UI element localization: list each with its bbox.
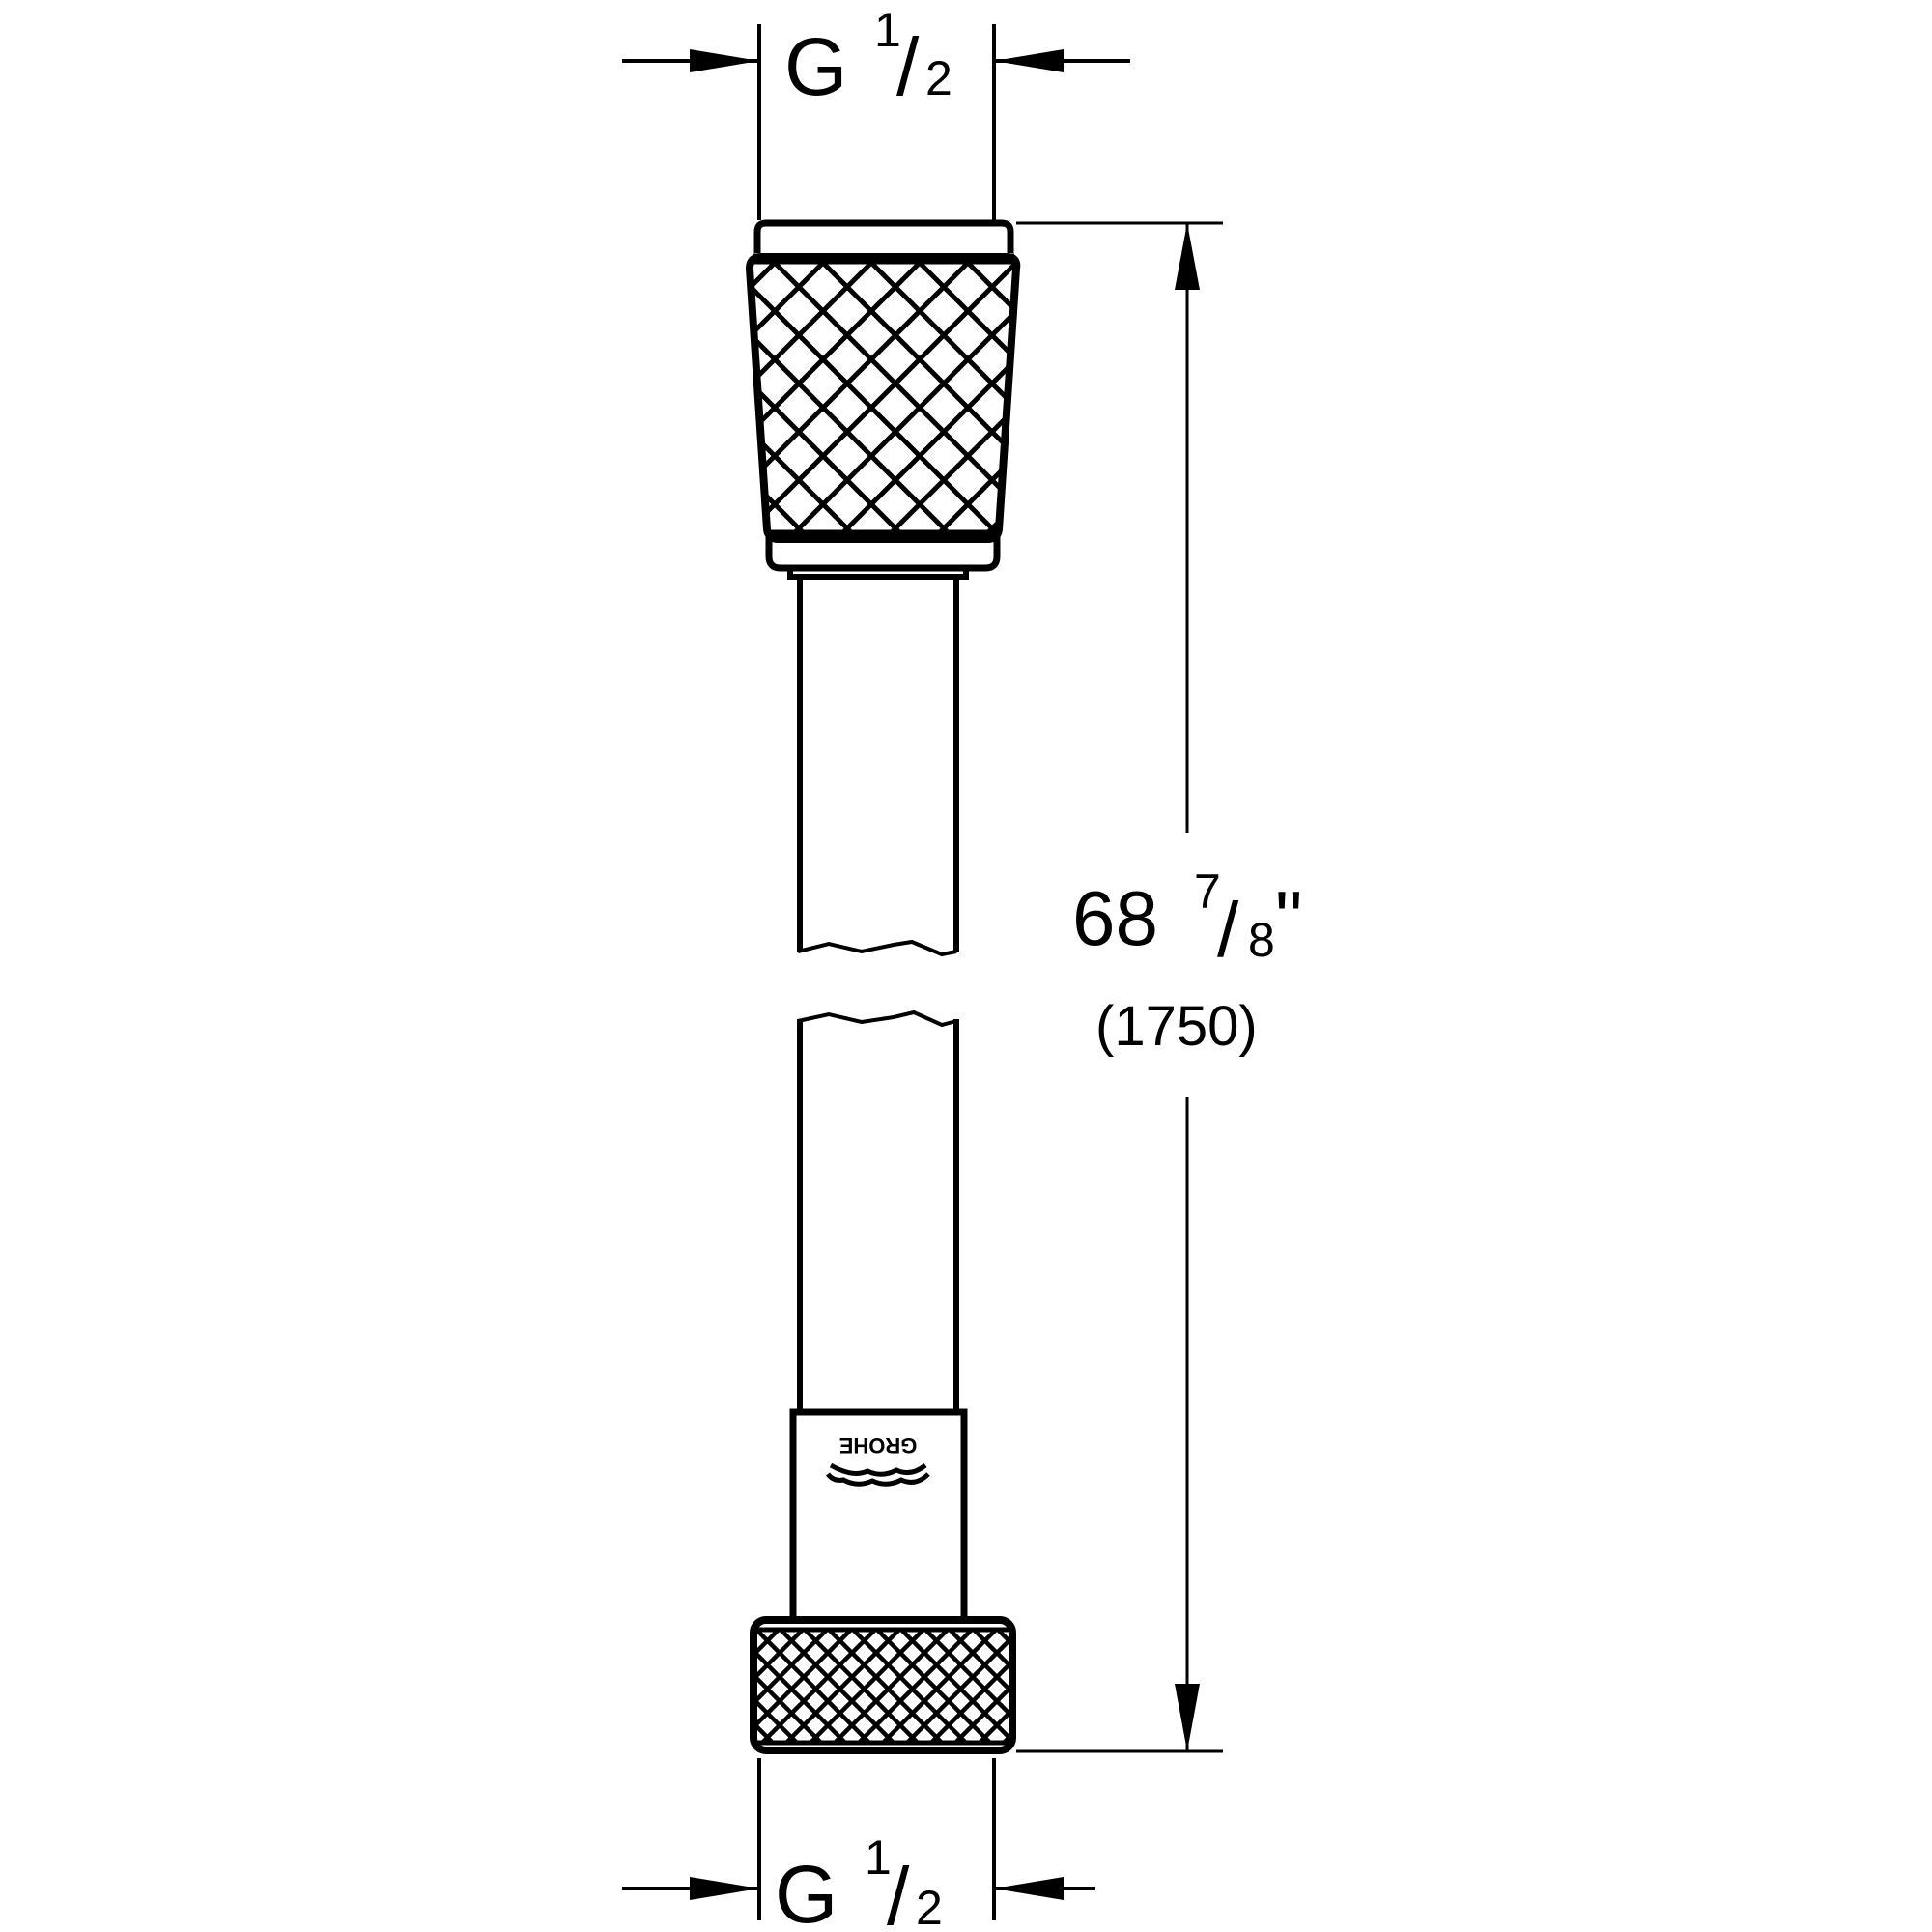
thread-denominator: 2 [925,51,952,105]
arrowhead-left-icon [994,49,1064,72]
knurl-pattern [752,263,1014,533]
lower-collar [765,537,1001,572]
length-inch-mark: " [1275,875,1302,961]
bottom-ferrule: GROHE [789,1408,968,1619]
arrowhead-left-icon [994,1877,1064,1900]
bottom-connector-nut [750,1616,1016,1754]
thread-numerator: 1 [874,3,901,57]
logo-text: GROHE [839,1434,918,1458]
collar-step [787,568,969,580]
arrowhead-right-icon [690,1877,759,1900]
thread-denominator: 2 [916,1881,943,1932]
ferrule-outline [789,1408,968,1619]
logo-wave-icon [829,1463,927,1477]
top-cap-ring [753,219,1014,253]
length-mm: (1750) [1095,995,1258,1058]
hose-upper-segment [797,577,959,957]
length-inches-denominator: 8 [1248,913,1275,967]
arrowhead-up-icon [1175,223,1200,290]
length-inches-whole: 68 [1072,875,1158,961]
top-thread-dimension: G 1 / 2 [622,3,1130,220]
knurl-pattern [755,1629,1010,1743]
hose-lower-segment [797,1009,959,1412]
nut-outline [750,1616,1016,1754]
top-connector-nut [745,219,1021,580]
thread-numerator: 1 [865,1831,892,1885]
grohe-logo: GROHE [826,1434,930,1487]
length-slash: / [1217,887,1239,973]
thread-slash: / [887,1851,910,1932]
logo-wave-icon [826,1472,930,1487]
thread-letter: G [784,21,847,112]
length-inches-numerator: 7 [1194,865,1221,919]
bottom-thread-dimension: G 1 / 2 [622,1758,1095,1932]
arrowhead-down-icon [1175,1684,1200,1751]
break-line-upper [797,939,957,957]
length-dimension: 68 7 / 8 " (1750) [1016,221,1302,1753]
thread-slash: / [896,21,920,112]
arrowhead-right-icon [690,49,759,72]
break-line-lower [797,1009,957,1028]
thread-letter: G [775,1849,838,1932]
